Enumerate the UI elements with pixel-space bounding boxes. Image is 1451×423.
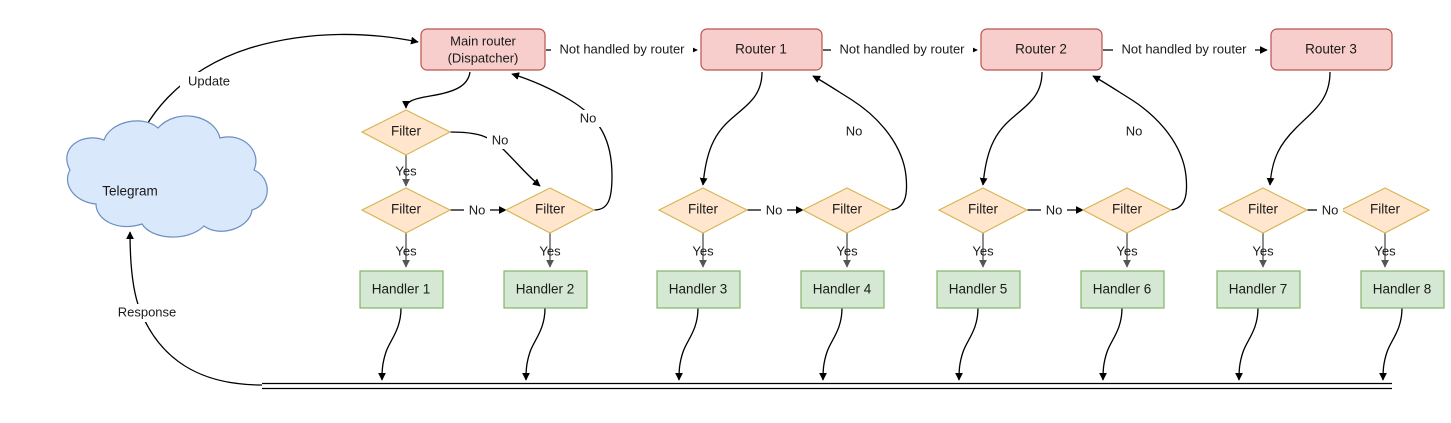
label-bg-no-2 — [575, 110, 601, 127]
node-filter-2[interactable]: Filter — [360, 187, 452, 234]
node-router-1[interactable]: Router 1 — [700, 28, 823, 71]
edge-handler5-to-bus — [955, 307, 979, 381]
label-bg-no-4 — [761, 202, 787, 219]
edge-handler1-to-bus — [378, 307, 402, 381]
filter-3-diamond — [504, 187, 596, 234]
node-telegram-cloud[interactable]: Telegram — [66, 115, 268, 238]
node-filter-9[interactable]: Filter — [1339, 187, 1431, 234]
edge-router1-to-filter4 — [699, 71, 763, 186]
node-handler-7[interactable]: Handler 7 — [1216, 270, 1301, 309]
cloud-icon — [66, 115, 268, 238]
router-1-box — [700, 28, 823, 71]
edge-mainrouter-to-filter1 — [402, 71, 471, 109]
edge-filter3-no-to-mainrouter — [511, 72, 613, 211]
router-2-box — [980, 28, 1103, 71]
handler-2-box — [503, 270, 588, 309]
handler-6-box — [1080, 270, 1165, 309]
edge-handler6-to-bus — [1099, 307, 1123, 381]
filter-7-diamond — [1081, 187, 1173, 234]
node-router-2[interactable]: Router 2 — [980, 28, 1103, 71]
node-handler-2[interactable]: Handler 2 — [503, 270, 588, 309]
node-handler-4[interactable]: Handler 4 — [800, 270, 885, 309]
label-bg-nothandled-2 — [831, 41, 973, 59]
router-3-box — [1270, 28, 1393, 71]
handler-5-box — [936, 270, 1021, 309]
edge-router2-to-filter6 — [979, 71, 1043, 186]
handler-8-box — [1360, 270, 1445, 309]
filter-4-diamond — [657, 187, 749, 234]
edge-filter7-no-to-router2 — [1092, 75, 1188, 211]
label-bg-no-8 — [1317, 202, 1343, 219]
node-filter-8[interactable]: Filter — [1217, 187, 1309, 234]
edge-handler4-to-bus — [819, 307, 843, 381]
label-bg-no-6 — [1041, 202, 1067, 219]
edge-filter5-no-to-router1 — [812, 75, 908, 211]
filter-8-diamond — [1217, 187, 1309, 234]
edge-filter1-no-to-filter3 — [449, 131, 541, 187]
node-filter-7[interactable]: Filter — [1081, 187, 1173, 234]
filter-2-diamond — [360, 187, 452, 234]
node-filter-6[interactable]: Filter — [937, 187, 1029, 234]
label-bg-response — [108, 304, 186, 322]
label-bg-nothandled-3 — [1113, 41, 1255, 59]
label-bg-no-1 — [487, 132, 513, 149]
edge-handler8-to-bus — [1379, 307, 1403, 381]
node-handler-6[interactable]: Handler 6 — [1080, 270, 1165, 309]
node-router-main[interactable]: Main router (Dispatcher) — [420, 28, 546, 71]
filter-6-diamond — [937, 187, 1029, 234]
label-bg-update — [180, 72, 238, 90]
label-bg-no-7 — [1121, 123, 1147, 140]
label-bg-no-3 — [464, 202, 490, 219]
node-handler-1[interactable]: Handler 1 — [359, 270, 444, 309]
handler-7-box — [1216, 270, 1301, 309]
node-handler-5[interactable]: Handler 5 — [936, 270, 1021, 309]
label-bg-no-5 — [841, 123, 867, 140]
label-bg-nothandled-1 — [551, 41, 693, 59]
node-filter-3[interactable]: Filter — [504, 187, 596, 234]
filter-1-diamond — [360, 109, 452, 156]
router-main-box — [420, 28, 546, 71]
node-filter-1[interactable]: Filter — [360, 109, 452, 156]
edge-handler3-to-bus — [675, 307, 699, 381]
node-handler-8[interactable]: Handler 8 — [1360, 270, 1445, 309]
node-filter-5[interactable]: Filter — [801, 187, 893, 234]
filter-5-diamond — [801, 187, 893, 234]
node-router-3[interactable]: Router 3 — [1270, 28, 1393, 71]
handler-4-box — [800, 270, 885, 309]
handler-3-box — [656, 270, 741, 309]
handler-1-box — [359, 270, 444, 309]
edge-handler2-to-bus — [522, 307, 546, 381]
edge-handler7-to-bus — [1235, 307, 1259, 381]
node-filter-4[interactable]: Filter — [657, 187, 749, 234]
node-handler-3[interactable]: Handler 3 — [656, 270, 741, 309]
edge-router3-to-filter8 — [1266, 71, 1331, 186]
filter-9-diamond — [1339, 187, 1431, 234]
